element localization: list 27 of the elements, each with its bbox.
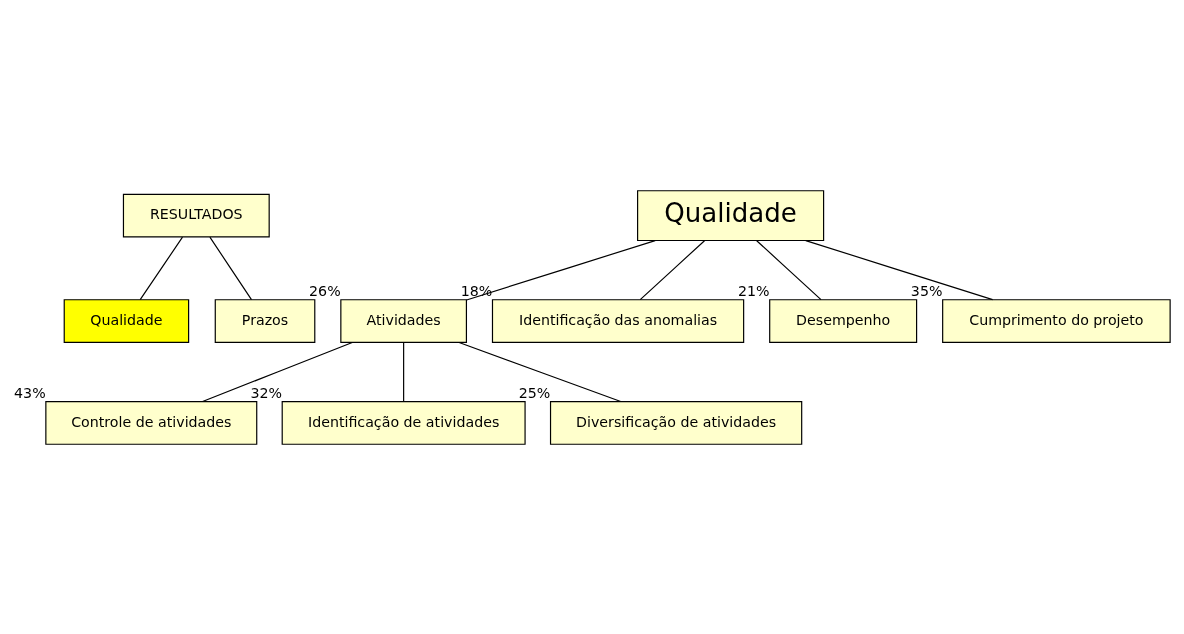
node-label: 43% (14, 384, 46, 401)
node-box: Qualidade (63, 298, 190, 343)
node-box: RESULTADOS (122, 193, 270, 238)
node-label: 32% (250, 384, 282, 401)
connector (756, 239, 822, 300)
connector (403, 341, 405, 402)
node-box: Controle de atividades (45, 400, 258, 445)
node-label: 35% (910, 282, 943, 299)
node-box: Identificação de atividades (281, 400, 526, 445)
node-box: Atividades (340, 298, 467, 343)
node-box: Qualidade (637, 189, 825, 241)
node-box: Diversificação de atividades (549, 400, 803, 445)
node-label: 25% (518, 384, 551, 401)
connector (639, 239, 706, 300)
node-box: Prazos (214, 298, 316, 343)
connector (466, 239, 656, 301)
node-label: 21% (737, 282, 770, 299)
connector (805, 239, 994, 300)
node-box: Desempenho (769, 298, 918, 343)
connector (139, 236, 184, 300)
node-box: Cumprimento do projeto (942, 298, 1171, 343)
node-label: 18% (460, 282, 493, 299)
node-box: Identificação das anomalias (491, 298, 745, 343)
connector (209, 236, 253, 300)
node-label: 26% (309, 282, 341, 299)
connector (458, 341, 622, 402)
connector (202, 341, 353, 402)
